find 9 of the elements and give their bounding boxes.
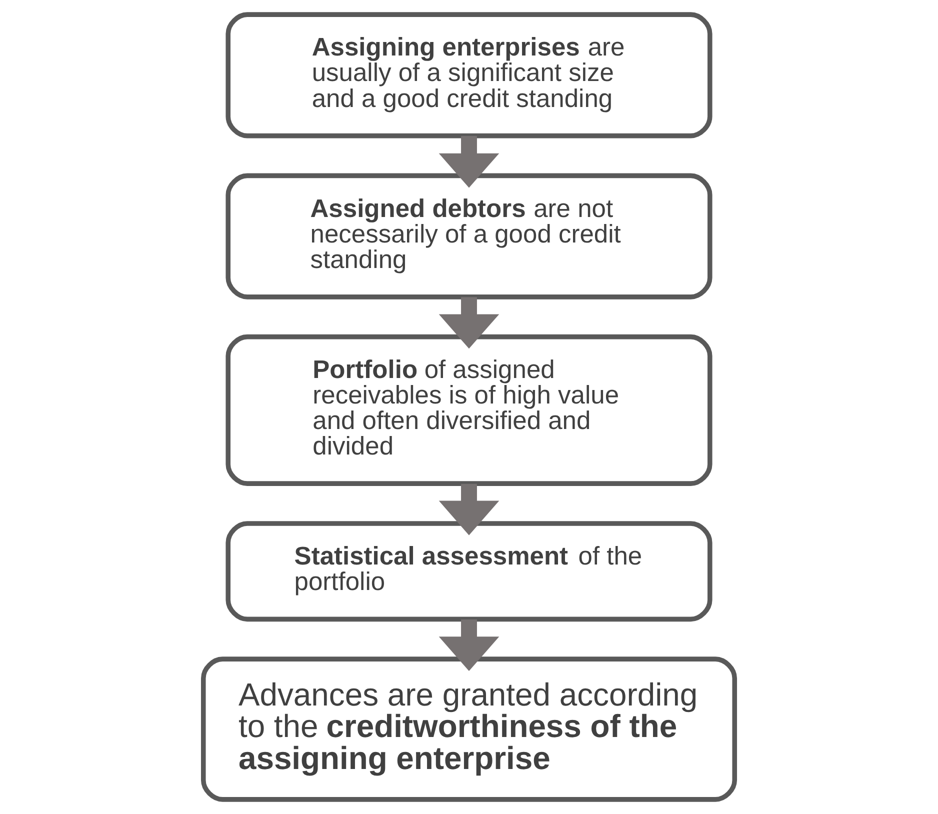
arrow bbox=[438, 297, 500, 349]
node-box: Assigned debtors are not necessarily of a good credit standing bbox=[226, 173, 712, 300]
node-box: Assigning enterprises are usually of a significant size and a good credit standing bbox=[226, 12, 712, 138]
node-box: Advances are granted according to the creditworthiness of the assigning enterprise bbox=[200, 656, 738, 802]
arrow bbox=[438, 484, 500, 536]
arrow bbox=[438, 136, 500, 188]
node-box: Portfolio of assigned receivables is of high value and often diversified and divided bbox=[226, 334, 712, 486]
node-box: Statistical assessment of the portfolio bbox=[226, 521, 712, 622]
arrow bbox=[438, 619, 500, 672]
